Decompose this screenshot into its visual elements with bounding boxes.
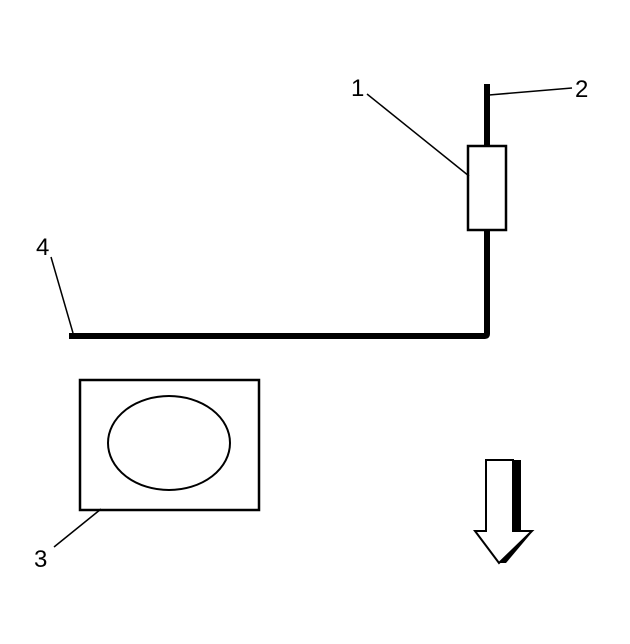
- callout-3: 3: [34, 546, 47, 573]
- leader-line-4: [50, 256, 74, 334]
- leader-line-1: [366, 93, 470, 177]
- callout-1: 1: [351, 75, 364, 102]
- callout-4: 4: [36, 234, 49, 261]
- leader-line-2: [488, 87, 573, 96]
- leader-line-3: [53, 508, 102, 548]
- grommet-opening: [107, 395, 231, 491]
- harness-clip: [466, 144, 508, 232]
- callout-2: 2: [575, 76, 588, 103]
- wire-harness: [69, 84, 490, 339]
- arrow-down-icon: [473, 459, 535, 565]
